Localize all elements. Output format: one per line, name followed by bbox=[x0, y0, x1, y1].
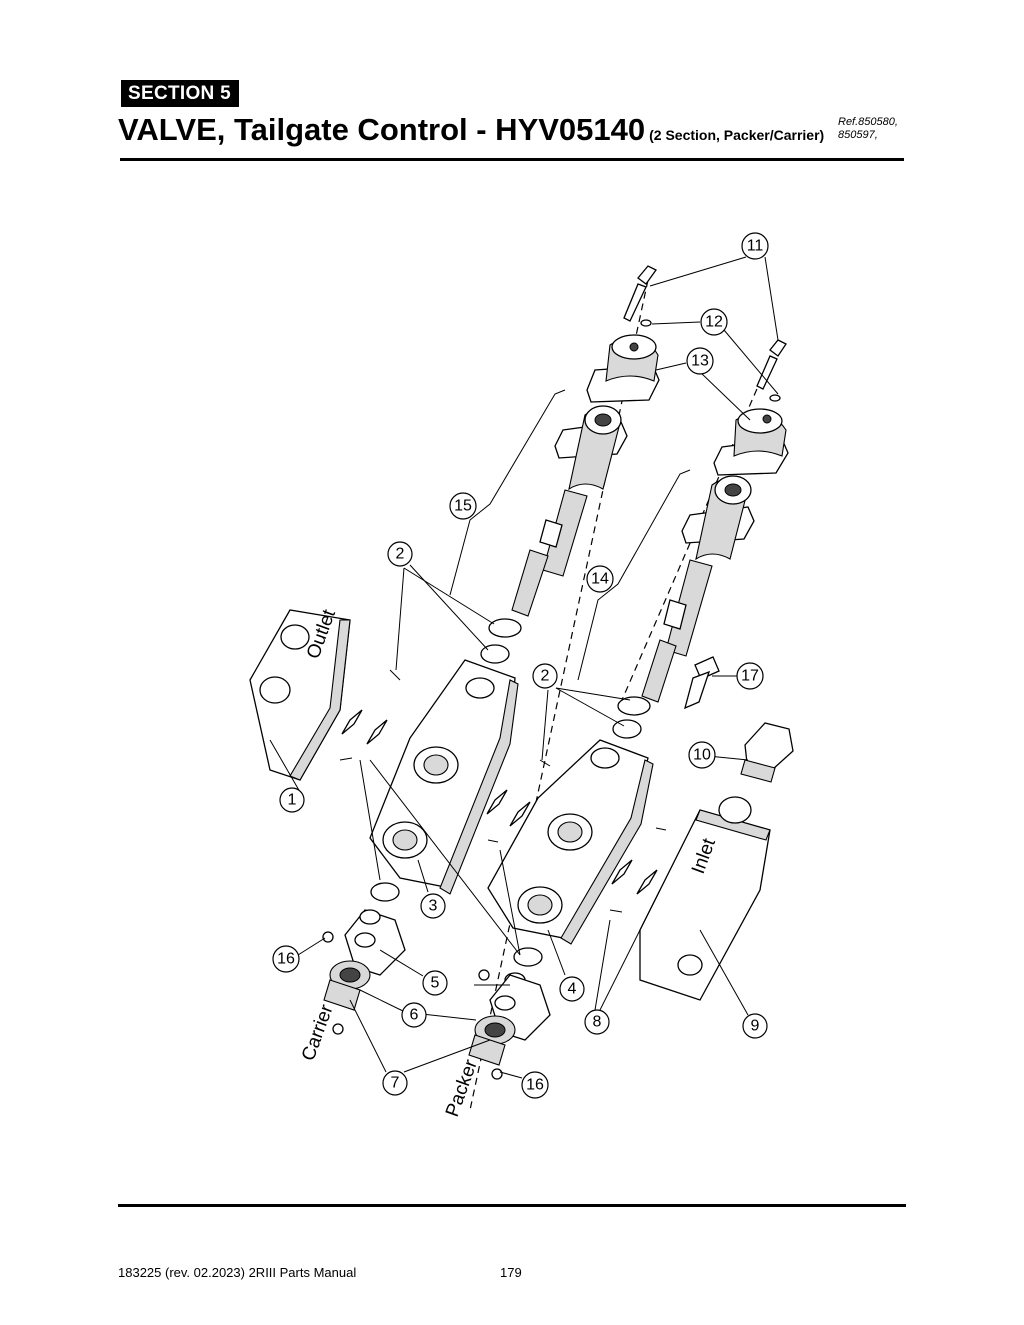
callout-15-number: 15 bbox=[454, 498, 472, 515]
inlet-block bbox=[639, 796, 771, 1001]
callout-12: 12 bbox=[700, 308, 728, 336]
outlet-block bbox=[249, 609, 351, 781]
bolt-right bbox=[756, 339, 787, 390]
axis-left-stack bbox=[469, 279, 649, 1111]
bolt-left bbox=[623, 265, 657, 322]
callout-7: 7 bbox=[382, 1070, 408, 1096]
callout-13-number: 13 bbox=[691, 353, 709, 370]
callout-8: 8 bbox=[584, 1009, 610, 1035]
callout-13: 13 bbox=[686, 347, 714, 375]
carrier-stack bbox=[322, 882, 406, 1035]
washer-right bbox=[769, 394, 781, 402]
callout-11: 11 bbox=[741, 232, 769, 260]
pin-17 bbox=[684, 656, 720, 710]
oring-left bbox=[480, 644, 510, 664]
cartridge-right bbox=[617, 475, 755, 716]
callout-10-number: 10 bbox=[693, 747, 711, 764]
callout-14-number: 14 bbox=[591, 571, 609, 588]
callout-5-number: 5 bbox=[431, 975, 440, 992]
callout-2b-number: 2 bbox=[541, 668, 550, 685]
callout-15: 15 bbox=[449, 492, 477, 520]
callout-7-number: 7 bbox=[391, 1075, 400, 1092]
washer-left bbox=[640, 319, 652, 327]
callout-16b-number: 16 bbox=[526, 1077, 544, 1094]
callout-4-number: 4 bbox=[568, 981, 577, 998]
ref-line-2: 850597, bbox=[838, 129, 878, 141]
callout-3-number: 3 bbox=[429, 898, 438, 915]
packer-stack bbox=[468, 947, 551, 1080]
callout-9-number: 9 bbox=[751, 1018, 760, 1035]
callout-6: 6 bbox=[401, 1002, 427, 1028]
callout-17: 17 bbox=[736, 662, 764, 690]
callout-9: 9 bbox=[742, 1013, 768, 1039]
bracket-14-lower bbox=[577, 591, 609, 681]
title-subtitle: (2 Section, Packer/Carrier) bbox=[649, 127, 825, 143]
leader-lines bbox=[269, 256, 779, 1079]
title-main: VALVE, Tailgate Control - HYV05140 bbox=[118, 112, 646, 147]
callout-16-carrier: 16 bbox=[272, 945, 300, 973]
ref-line-1: Ref.850580, bbox=[838, 116, 898, 128]
callout-2-upper: 2 bbox=[387, 541, 413, 567]
cap-right bbox=[713, 408, 789, 476]
callout-3: 3 bbox=[420, 893, 446, 919]
callout-16-packer: 16 bbox=[521, 1071, 549, 1099]
callout-4: 4 bbox=[559, 976, 585, 1002]
callout-1-number: 1 bbox=[288, 792, 297, 809]
bracket-15-lower bbox=[449, 511, 481, 596]
bracket-15 bbox=[479, 389, 566, 513]
callout-2a-number: 2 bbox=[396, 546, 405, 563]
cap-left bbox=[586, 334, 660, 403]
oring-right bbox=[612, 719, 642, 739]
bracket-14 bbox=[607, 469, 691, 593]
footer-page-number: 179 bbox=[500, 1265, 522, 1280]
callout-1: 1 bbox=[279, 787, 305, 813]
footer-rule bbox=[118, 1204, 906, 1207]
plug-10 bbox=[740, 722, 794, 783]
valve-body-4 bbox=[487, 739, 654, 945]
callout-2-lower: 2 bbox=[532, 663, 558, 689]
callout-8-number: 8 bbox=[593, 1014, 602, 1031]
footer-document: 183225 (rev. 02.2023) 2RIII Parts Manual bbox=[118, 1265, 357, 1280]
callout-6-number: 6 bbox=[410, 1007, 419, 1024]
callout-12-number: 12 bbox=[705, 314, 723, 331]
header-rule bbox=[120, 158, 904, 161]
page-title: VALVE, Tailgate Control - HYV05140(2 Sec… bbox=[118, 112, 908, 148]
callout-16a-number: 16 bbox=[277, 951, 295, 968]
label-carrier: Carrier bbox=[298, 1001, 338, 1063]
cartridge-left bbox=[488, 405, 628, 638]
callout-5: 5 bbox=[422, 970, 448, 996]
callout-17-number: 17 bbox=[741, 668, 759, 685]
callout-14: 14 bbox=[586, 565, 614, 593]
label-packer: Packer bbox=[442, 1056, 482, 1119]
reference-numbers: Ref.850580, 850597, bbox=[838, 116, 898, 142]
valve-body-3 bbox=[369, 659, 519, 895]
callout-10: 10 bbox=[688, 741, 716, 769]
section-badge: SECTION 5 bbox=[121, 80, 239, 107]
gaskets bbox=[339, 669, 667, 913]
callout-11-number: 11 bbox=[747, 238, 764, 255]
